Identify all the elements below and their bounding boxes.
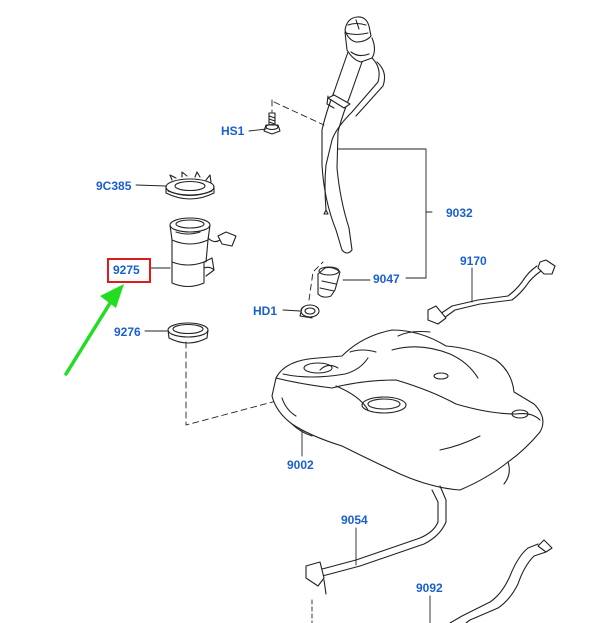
label-9276[interactable]: 9276 bbox=[114, 325, 141, 339]
strap-9092 bbox=[449, 539, 553, 623]
hose-9047 bbox=[317, 266, 341, 298]
bolt-hs1 bbox=[263, 112, 281, 135]
filler-pipe bbox=[321, 16, 386, 254]
fuel-tank-9002 bbox=[271, 329, 544, 491]
label-9047[interactable]: 9047 bbox=[373, 272, 400, 286]
pointer-arrow bbox=[64, 284, 124, 376]
label-hd1[interactable]: HD1 bbox=[253, 304, 278, 318]
label-9054[interactable]: 9054 bbox=[341, 513, 368, 527]
fuel-pump-module-9275 bbox=[169, 217, 237, 288]
label-hs1[interactable]: HS1 bbox=[221, 124, 245, 138]
label-9092[interactable]: 9092 bbox=[416, 581, 443, 595]
label-9002[interactable]: 9002 bbox=[287, 458, 314, 472]
label-9c385[interactable]: 9C385 bbox=[96, 179, 132, 193]
locking-ring-9c385 bbox=[165, 171, 215, 200]
label-9032[interactable]: 9032 bbox=[446, 206, 473, 220]
label-9170[interactable]: 9170 bbox=[460, 254, 487, 268]
strap-9054 bbox=[305, 485, 447, 595]
highlight-box-9275 bbox=[107, 258, 151, 283]
label-9275[interactable]: 9275 bbox=[113, 263, 140, 277]
pipe-9170 bbox=[427, 259, 556, 325]
clip-hd1 bbox=[299, 304, 320, 319]
seal-9276 bbox=[167, 322, 209, 344]
